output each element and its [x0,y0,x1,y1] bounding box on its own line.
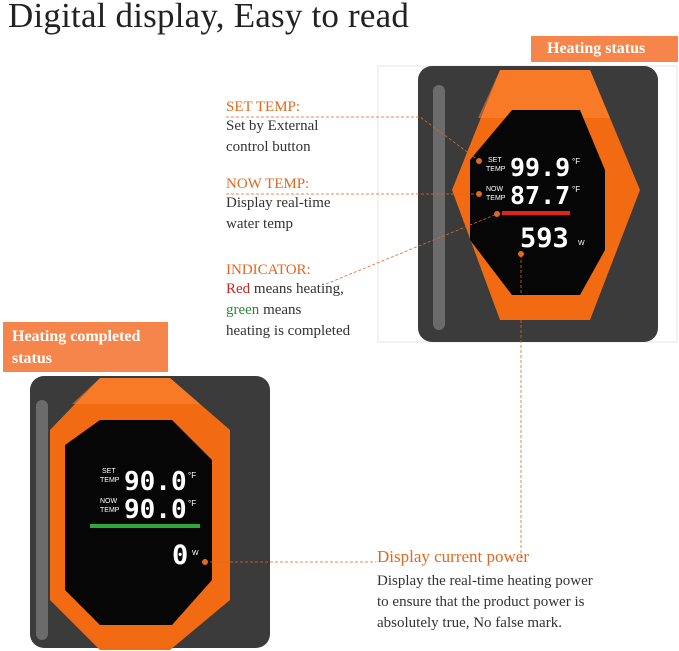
callout-indicator: INDICATOR: Red means heating, green mean… [226,262,350,342]
heating-now-value: 87.7 [510,181,570,210]
device-heating-screen [470,110,605,295]
device-completed-side-highlight [36,400,48,640]
heating-now-label-1: NOW [486,186,504,193]
done-set-label-2: TEMP [100,477,120,484]
heating-completed-tag: Heating completed status [3,322,168,372]
device-completed: SET TEMP 90.0 °F NOW TEMP 90.0 °F 0 W [30,376,270,650]
now-temp-title: NOW TEMP: [226,176,310,192]
done-power-unit: W [192,550,199,557]
done-indicator-bar [90,524,200,528]
indicator-red-word: Red [226,281,251,297]
done-now-label-1: NOW [100,498,118,505]
headline: Digital display, Easy to read [8,0,410,35]
done-now-label-2: TEMP [100,507,120,514]
heating-indicator-bar [502,211,570,215]
heating-set-unit: °F [572,157,580,166]
indicator-dot [494,211,500,217]
indicator-line3: heating is completed [226,323,351,339]
indicator-green-word: green [226,302,260,318]
done-power-dot [202,559,208,565]
now-temp-dot [476,191,482,197]
heating-now-unit: °F [572,185,580,194]
device-completed-shell-shine [72,378,200,404]
power-title: Display current power [377,547,530,566]
now-temp-line2: water temp [226,216,294,232]
done-set-unit: °F [188,471,196,480]
done-power-value: 0 [172,540,188,571]
heating-set-value: 99.9 [510,153,570,182]
set-temp-title: SET TEMP: [226,99,301,115]
done-set-value: 90.0 [124,467,187,497]
indicator-leader [325,213,498,285]
indicator-line2: green means [226,300,350,321]
callout-set-temp: SET TEMP: Set by External control button [226,99,318,158]
device-heating-shell-shine [478,70,610,118]
set-temp-line1: Set by External [226,118,319,134]
set-temp-leader [226,116,479,161]
heating-set-label-2: TEMP [486,166,506,173]
leader-lines [205,116,522,563]
heating-power-value: 593 [520,223,569,254]
heating-completed-tag-line2: status [12,350,53,367]
done-now-unit: °F [188,499,196,508]
indicator-line1: Red means heating, [226,279,350,300]
set-temp-line2: control button [226,139,311,155]
indicator-line1-rest: means heating, [250,281,344,297]
device-heating: SET TEMP 99.9 °F NOW TEMP 87.7 °F 593 W [418,66,658,342]
heating-power-dot [518,251,524,257]
done-set-label-1: SET [102,468,116,475]
heating-set-label-1: SET [488,157,502,164]
power-line3: absolutely true, No false mark. [377,615,562,631]
device-heating-side-highlight [433,85,445,330]
power-line1: Display the real-time heating power [377,573,593,589]
now-temp-line1: Display real-time [226,195,331,211]
heating-now-label-2: TEMP [486,195,506,202]
device-completed-screen [65,420,212,625]
leader-dots [202,158,524,565]
callout-power: Display current power Display the real-t… [377,547,593,634]
heating-status-tag: Heating status [531,36,678,62]
indicator-line2-rest: means [259,302,302,318]
heating-power-unit: W [578,240,585,247]
callout-now-temp: NOW TEMP: Display real-time water temp [226,176,331,235]
indicator-title: INDICATOR: [226,262,311,278]
done-now-value: 90.0 [124,495,187,525]
set-temp-dot [476,158,482,164]
heating-completed-tag-line1: Heating completed [12,328,141,345]
power-line2: to ensure that the product power is [377,594,585,610]
